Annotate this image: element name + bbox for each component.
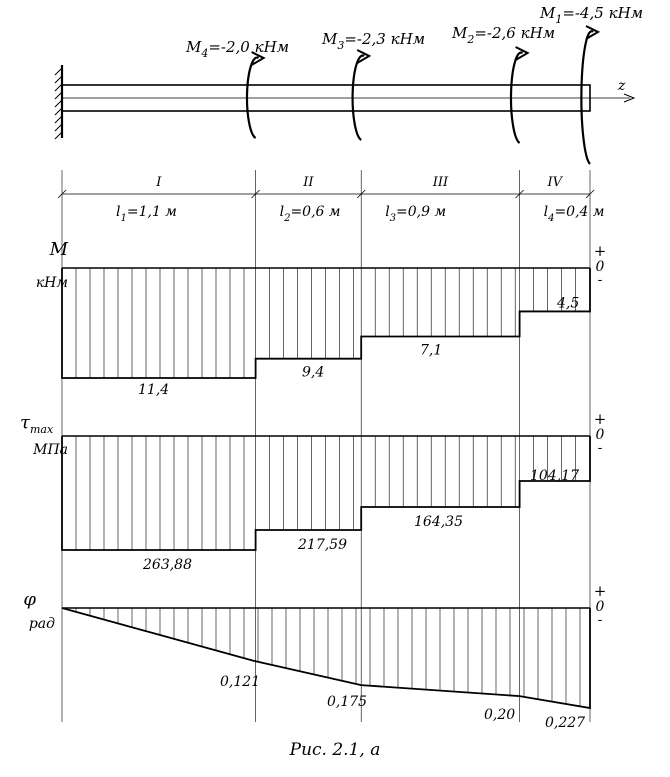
section-length-1: l1=1,1 м [116, 204, 177, 224]
section-roman-1: I [155, 175, 162, 190]
stress-unit: МПа [32, 442, 68, 458]
angle-sign-minus: - [598, 612, 603, 628]
stress-diagram-outline [61, 436, 591, 551]
angle-value-1: 0,121 [220, 674, 260, 690]
wall-hatch [54, 67, 63, 76]
stress-value-2: 217,59 [297, 537, 347, 553]
section-roman-4: IV [547, 175, 564, 190]
dimension-tick [251, 189, 260, 199]
torque-symbol: M [49, 239, 69, 260]
torque-m1-arrowhead [585, 25, 601, 40]
stress-sign-minus: - [598, 440, 603, 456]
dimension-tick [356, 189, 366, 199]
angle-value-4: 0,227 [545, 715, 585, 731]
wall-hatch [54, 131, 63, 140]
torque-m4-arc [245, 56, 260, 139]
axis-arrow [623, 93, 636, 103]
moment-label-1: M1=-4,5 кНм [539, 4, 643, 26]
torque-value-3: 7,1 [420, 343, 442, 359]
angle-value-2: 0,175 [327, 694, 367, 710]
wall-hatch [54, 91, 63, 100]
torque-m4-arrowhead [251, 51, 266, 66]
wall-hatch [54, 83, 63, 92]
moment-label-2: M2=-2,6 кНм [451, 24, 555, 46]
caption-text: Рис. 2.1, а [289, 740, 381, 760]
axis-z-label: z [617, 78, 626, 94]
moment-label-4: M4=-2,0 кНм [185, 38, 289, 60]
dimension-tick [57, 189, 67, 199]
stress-sign-zero: 0 [596, 427, 605, 443]
angle-unit: рад [29, 616, 55, 632]
stress-sign-plus: + [594, 410, 607, 428]
dimension-tick [515, 189, 524, 199]
section-length-2: l2=0,6 м [280, 204, 341, 224]
stress-value-3: 164,35 [414, 514, 463, 530]
wall-hatch [54, 107, 63, 116]
angle-sign-plus: + [594, 582, 607, 600]
moment-label-3: M3=-2,3 кНм [321, 30, 425, 52]
torque-value-4: 4,5 [556, 295, 579, 311]
torque-m2-arrowhead [515, 46, 530, 61]
section-length-3: l3=0,9 м [385, 204, 446, 224]
torque-unit: кНм [36, 275, 68, 291]
stress-value-1: 263,88 [142, 557, 192, 573]
angle-symbol: φ [23, 589, 36, 610]
torque-sign-minus: - [598, 272, 603, 288]
section-roman-3: III [432, 175, 449, 190]
dimension-tick [585, 189, 595, 199]
stress-value-4: 104,17 [530, 468, 579, 484]
figure-caption: Рис. 2.1, а [0, 740, 670, 760]
torque-m1-arc [580, 30, 594, 165]
torque-m2-arc [509, 51, 524, 144]
wall-hatch [54, 75, 63, 84]
section-length-4: l4=0,4 м [544, 204, 605, 224]
torque-m3-arc [351, 54, 365, 141]
angle-sign-zero: 0 [596, 599, 605, 615]
wall-hatch [54, 123, 63, 132]
angle-value-3: 0,20 [484, 707, 515, 723]
torque-value-1: 11,4 [138, 382, 169, 398]
wall-hatch [54, 99, 63, 108]
torque-m3-arrowhead [356, 49, 372, 64]
torque-sign-zero: 0 [596, 259, 605, 275]
torque-value-2: 9,4 [302, 365, 324, 381]
stress-symbol: τmax [20, 412, 54, 436]
torque-sign-plus: + [594, 242, 607, 260]
angle-outline [61, 607, 591, 710]
torque-diagram-outline [61, 268, 591, 379]
section-roman-2: II [302, 175, 314, 190]
wall-hatch [54, 115, 63, 124]
